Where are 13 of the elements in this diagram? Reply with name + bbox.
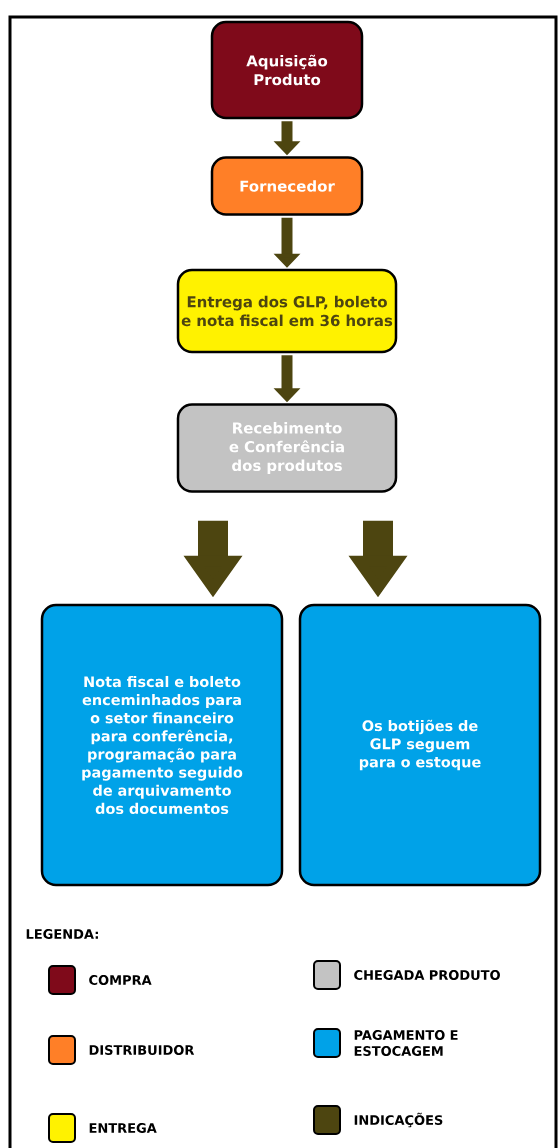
legend-label: PAGAMENTO E ESTOCAGEM [354,1030,458,1056]
process-box: Aquisição Produto [210,20,364,120]
legend-label: ENTREGA [89,1123,157,1133]
legend-heading: LEGENDA: [26,929,98,939]
process-box: Nota fiscal e boleto enceminhados para o setor financeiro para conferência, programação para pagamento seguido de arquivamento dos documentos [40,603,284,887]
legend-label: CHEGADA PRODUTO [354,970,500,980]
process-box: Os botijões de GLP seguem para o estoque [298,603,542,887]
legend-label: DISTRIBUIDOR [89,1045,195,1055]
process-box: Fornecedor [210,156,364,216]
process-box: Recebimento e Conferência dos produtos [176,403,398,493]
legend-label: INDICAÇÕES [354,1112,443,1128]
legend-label: COMPRA [89,975,152,985]
process-box: Entrega dos GLP, boleto e nota fiscal em 36 horas [176,268,398,354]
